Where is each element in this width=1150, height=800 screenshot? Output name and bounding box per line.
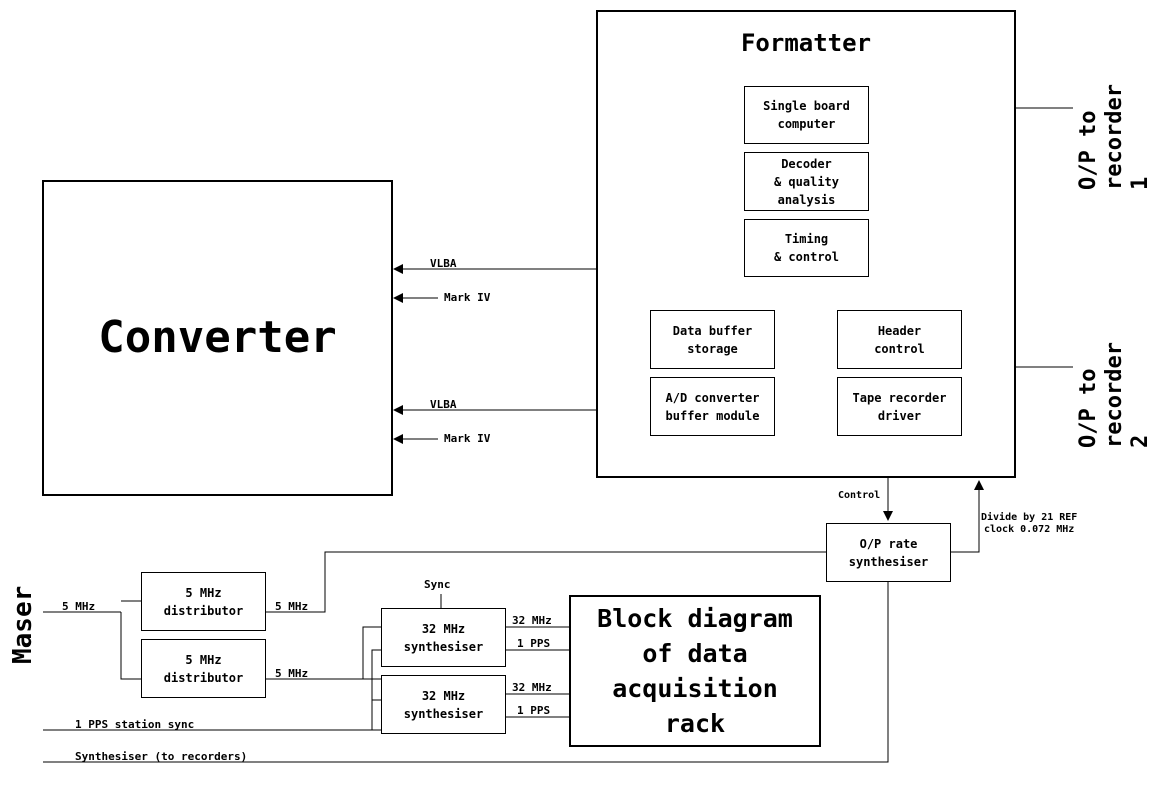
- timing-label: Timing & control: [773, 232, 840, 264]
- maser-5mhz-label: 5 MHz: [62, 600, 96, 613]
- decoder-label: Decoder & quality analysis: [773, 156, 840, 207]
- converter-title: Converter: [98, 312, 337, 363]
- synthesiser-to-recorders-label: Synthesiser (to recorders): [75, 750, 248, 763]
- dist2-out-5mhz-label: 5 MHz: [275, 667, 309, 680]
- ad-converter-label: A/D converter buffer module: [665, 390, 760, 423]
- single-board-label: Single board computer: [763, 99, 850, 131]
- mark4-bottom-label: Mark IV: [444, 432, 491, 445]
- data-buffer-box: Data buffer storage: [650, 310, 775, 369]
- block-diagram-title-box: Block diagram of data acquisition rack: [569, 595, 821, 747]
- tape-driver-box: Tape recorder driver: [837, 377, 962, 436]
- block-diagram-title: Block diagram of data acquisition rack: [597, 604, 793, 738]
- synth2-pps-label: 1 PPS: [517, 704, 551, 717]
- mark4-top-label: Mark IV: [444, 291, 491, 304]
- synthesiser-2-label: 32 MHz synthesiser: [403, 688, 484, 721]
- op-rate-synthesiser-box: O/P rate synthesiser: [826, 523, 951, 582]
- sync-label: Sync: [424, 578, 451, 591]
- divide-label: Divide by 21 REF clock 0.072 MHz: [981, 512, 1078, 535]
- synth1-32mhz-label: 32 MHz: [512, 614, 552, 627]
- control-label: Control: [838, 490, 881, 501]
- op-rate-label: O/P rate synthesiser: [848, 536, 929, 569]
- dist1-out-5mhz-label: 5 MHz: [275, 600, 309, 613]
- decoder-box: Decoder & quality analysis: [744, 152, 869, 211]
- distributor-1-label: 5 MHz distributor: [163, 585, 244, 618]
- maser-label: Maser: [8, 585, 38, 664]
- formatter-title: Formatter: [740, 29, 872, 57]
- data-buffer-label: Data buffer storage: [672, 323, 753, 356]
- header-control-label: Header control: [874, 323, 925, 356]
- synth1-pps-label: 1 PPS: [517, 637, 551, 650]
- recorder-2-output-label: O/P to recorder 2: [1076, 342, 1150, 448]
- divide-arrow: [950, 480, 984, 553]
- timing-control-box: Timing & control: [744, 219, 869, 277]
- distributor-2-label: 5 MHz distributor: [163, 652, 244, 685]
- synthesiser-32-1-box: 32 MHz synthesiser: [381, 608, 506, 667]
- distributor-1-box: 5 MHz distributor: [141, 572, 266, 631]
- tape-driver-label: Tape recorder driver: [852, 390, 947, 423]
- pps-station-sync-label: 1 PPS station sync: [75, 718, 195, 731]
- single-board-computer-box: Single board computer: [744, 86, 869, 144]
- distributor-2-box: 5 MHz distributor: [141, 639, 266, 698]
- vlba-bottom-label: VLBA: [430, 398, 457, 411]
- synthesiser-1-label: 32 MHz synthesiser: [403, 621, 484, 654]
- vlba-top-label: VLBA: [430, 257, 457, 270]
- recorder-1-output-label: O/P to recorder 1: [1076, 84, 1150, 190]
- synth2-32mhz-label: 32 MHz: [512, 681, 552, 694]
- converter-box: Converter: [42, 180, 393, 496]
- ad-converter-box: A/D converter buffer module: [650, 377, 775, 436]
- header-control-box: Header control: [837, 310, 962, 369]
- synthesiser-32-2-box: 32 MHz synthesiser: [381, 675, 506, 734]
